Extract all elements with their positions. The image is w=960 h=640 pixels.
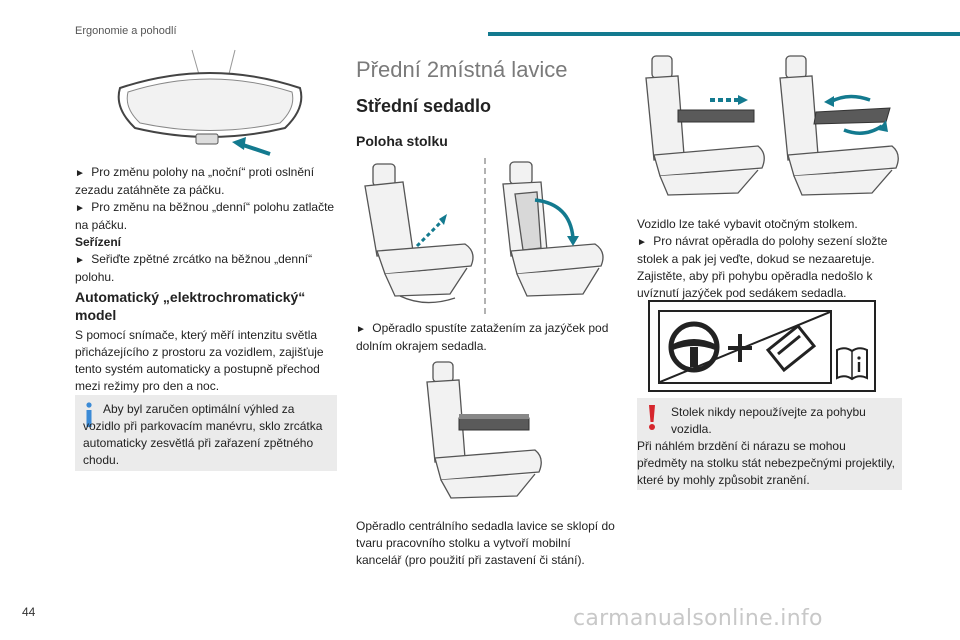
adjust-title: Seřízení	[75, 235, 122, 249]
table-position-heading: Poloha stolku	[356, 133, 448, 149]
watermark: carmanualsonline.info	[573, 606, 823, 631]
seat-pull-tab-illustration	[364, 158, 604, 316]
steering-wheel-icon	[668, 321, 720, 373]
middle-body-2: Opěradlo centrálního sedadla lavice se s…	[356, 519, 615, 567]
auto-model-body: S pomocí snímače, který měří intenzitu s…	[75, 328, 324, 393]
arrow-bullet-icon: ►	[75, 168, 85, 179]
swivel-table-illustration	[645, 55, 899, 196]
info-note-text: Aby byl zaručen optimální výhled za vozi…	[83, 402, 323, 467]
seat-table-illustration	[426, 361, 542, 499]
right-column-text: Vozidlo lze také vybavit otočným stolkem…	[637, 216, 902, 302]
warning-note-line-1: Stolek nikdy nepoužívejte za pohybu vozi…	[671, 405, 866, 436]
warning-pictogram	[648, 300, 876, 392]
bullet-adjust: ► Seřiďte zpětné zrcátko na běžnou „denn…	[75, 252, 313, 284]
info-note-box: Aby byl zaručen optimální výhled za vozi…	[75, 395, 337, 471]
page-number: 44	[22, 605, 36, 619]
left-column: ► Pro změnu polohy na „noční“ proti osln…	[75, 164, 337, 286]
arrow-bullet-icon: ►	[75, 255, 85, 266]
prohibition-line	[660, 312, 830, 382]
header-accent-bar	[488, 32, 960, 36]
pictogram-frame	[658, 310, 832, 384]
manual-book-icon	[836, 347, 868, 381]
middle-bullet-1: ► Opěradlo spustíte zatažením za jazýček…	[356, 321, 609, 353]
info-icon	[86, 402, 92, 427]
arrow-bullet-icon: ►	[356, 324, 366, 335]
right-body-1: Vozidlo lze také vybavit otočným stolkem…	[637, 217, 858, 231]
arrow-bullet-icon: ►	[75, 203, 85, 214]
arrow-bullet-icon: ►	[637, 237, 647, 248]
warning-note-box: Stolek nikdy nepoužívejte za pohybu vozi…	[637, 398, 902, 490]
rearview-mirror-illustration	[117, 49, 303, 156]
right-body-2: Zajistěte, aby při pohybu opěradla nedoš…	[637, 269, 873, 300]
section-subtitle: Střední sedadlo	[356, 96, 492, 116]
page-title: Přední 2místná lavice	[356, 57, 568, 82]
table-object-icon	[765, 323, 817, 373]
bullet-night: ► Pro změnu polohy na „noční“ proti osln…	[75, 165, 315, 197]
bullet-day: ► Pro změnu na běžnou „denní“ polohu zat…	[75, 200, 335, 232]
auto-model-heading: Automatický „elektrochromatický“ model	[75, 289, 306, 323]
running-header: Ergonomie a pohodlí	[75, 25, 177, 37]
warning-note-line-2: Při náhlém brzdění či nárazu se mohou př…	[637, 439, 895, 487]
right-bullet-1: ► Pro návrat opěradla do polohy sezení s…	[637, 234, 888, 266]
warning-icon	[649, 405, 655, 430]
